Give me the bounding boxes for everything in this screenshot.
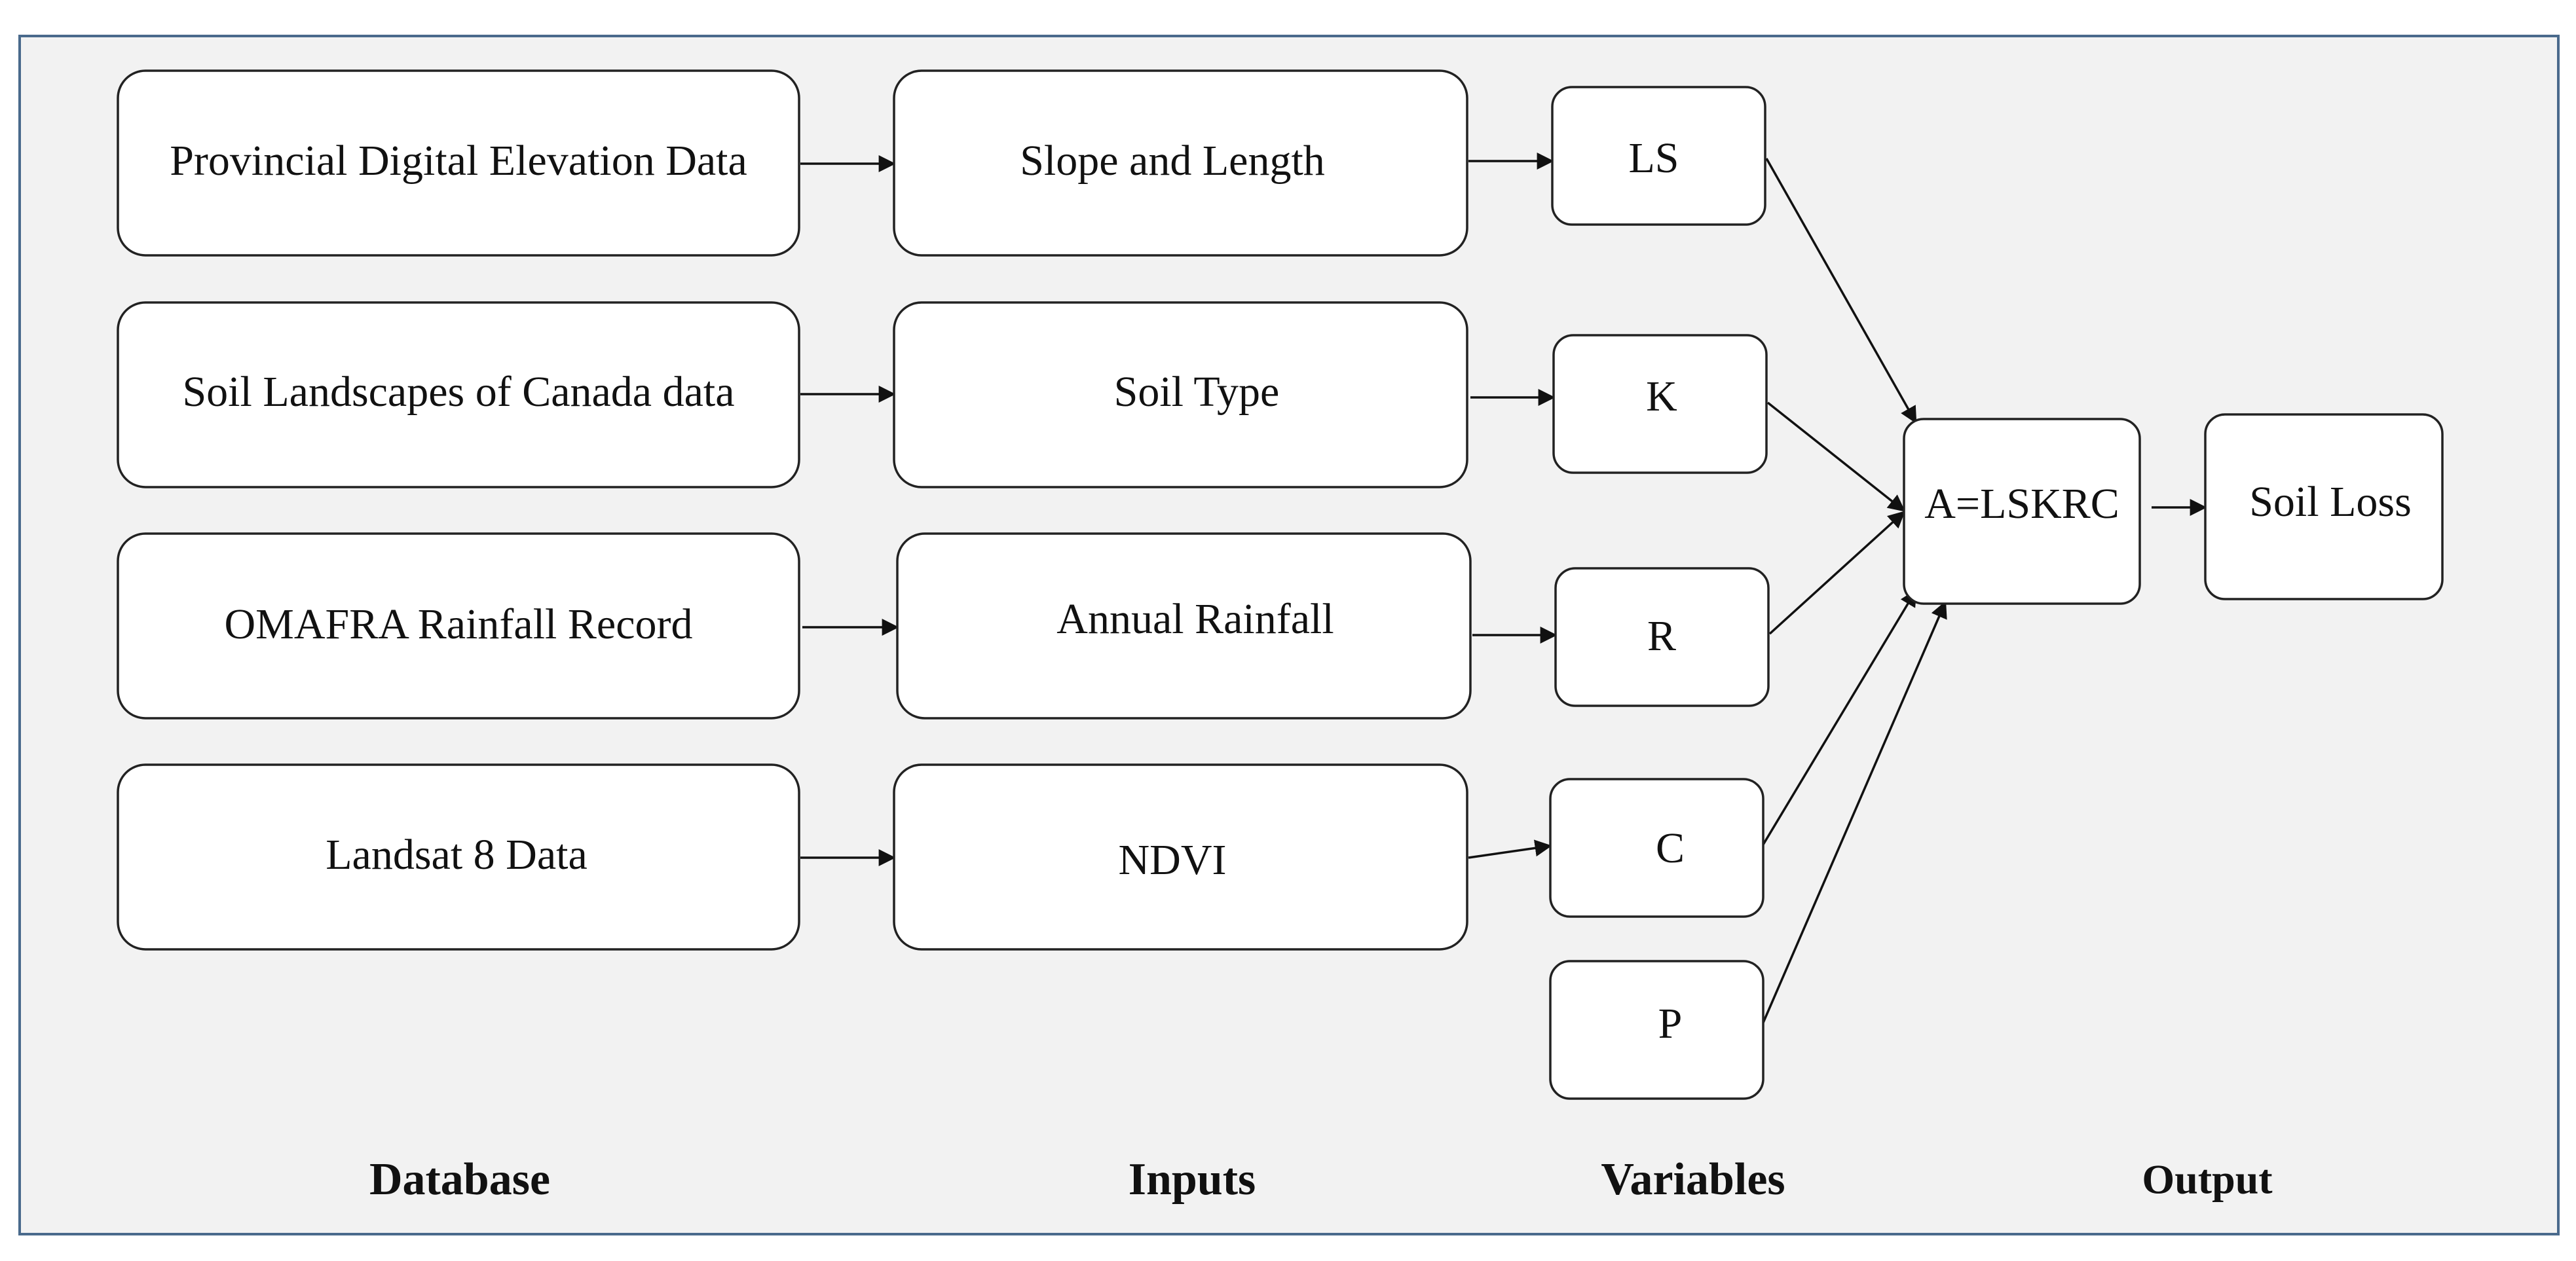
- node-label-output: Soil Loss: [2249, 478, 2412, 526]
- node-box-equation: [1903, 418, 2141, 605]
- node-box-in-rainfall: [896, 532, 1472, 720]
- headings-layer: Database Inputs Variables Output: [369, 1154, 2273, 1205]
- node-label-db-landsat: Landsat 8 Data: [326, 831, 588, 879]
- node-label-db-soil: Soil Landscapes of Canada data: [182, 368, 734, 416]
- node-label-var-p: P: [1658, 1000, 1683, 1048]
- edge-var-p-to-equation: [1762, 600, 1947, 1023]
- edge-var-k-to-equation: [1766, 401, 1906, 512]
- node-label-var-ls: LS: [1628, 134, 1679, 182]
- node-label-in-rainfall: Annual Rainfall: [1056, 595, 1334, 643]
- node-label-in-slope: Slope and Length: [1020, 137, 1325, 185]
- edges-layer: [800, 153, 2207, 1023]
- node-label-equation: A=LSKRC: [1924, 480, 2119, 528]
- edge-var-c-to-equation: [1762, 589, 1917, 845]
- node-label-db-elevation: Provincial Digital Elevation Data: [170, 137, 747, 185]
- node-label-db-rainfall: OMAFRA Rainfall Record: [225, 600, 693, 648]
- edge-var-r-to-equation: [1768, 511, 1905, 635]
- node-label-in-soiltype: Soil Type: [1114, 368, 1280, 416]
- node-box-db-rainfall: [117, 532, 800, 720]
- node-box-var-c: [1549, 778, 1764, 918]
- heading-variables: Variables: [1601, 1154, 1785, 1205]
- node-box-db-elevation: [117, 69, 800, 257]
- node-label-var-r: R: [1647, 612, 1676, 660]
- node-label-in-ndvi: NDVI: [1119, 836, 1227, 884]
- edge-in-ndvi-to-var-c: [1468, 839, 1552, 859]
- node-box-var-k: [1552, 334, 1768, 474]
- node-box-var-r: [1554, 567, 1770, 707]
- heading-inputs: Inputs: [1129, 1154, 1256, 1205]
- heading-output: Output: [2142, 1156, 2273, 1203]
- node-box-in-slope: [893, 69, 1468, 257]
- edge-var-ls-to-equation: [1765, 158, 1917, 424]
- node-box-in-soiltype: [893, 301, 1468, 488]
- heading-database: Database: [369, 1154, 550, 1205]
- node-box-var-p: [1549, 960, 1764, 1100]
- node-box-output: [2204, 413, 2444, 600]
- node-box-db-soil: [117, 301, 800, 488]
- node-box-db-landsat: [117, 763, 800, 951]
- node-box-var-ls: [1551, 86, 1766, 226]
- node-label-var-c: C: [1656, 824, 1685, 872]
- node-box-in-ndvi: [893, 763, 1468, 951]
- node-label-var-k: K: [1646, 373, 1677, 420]
